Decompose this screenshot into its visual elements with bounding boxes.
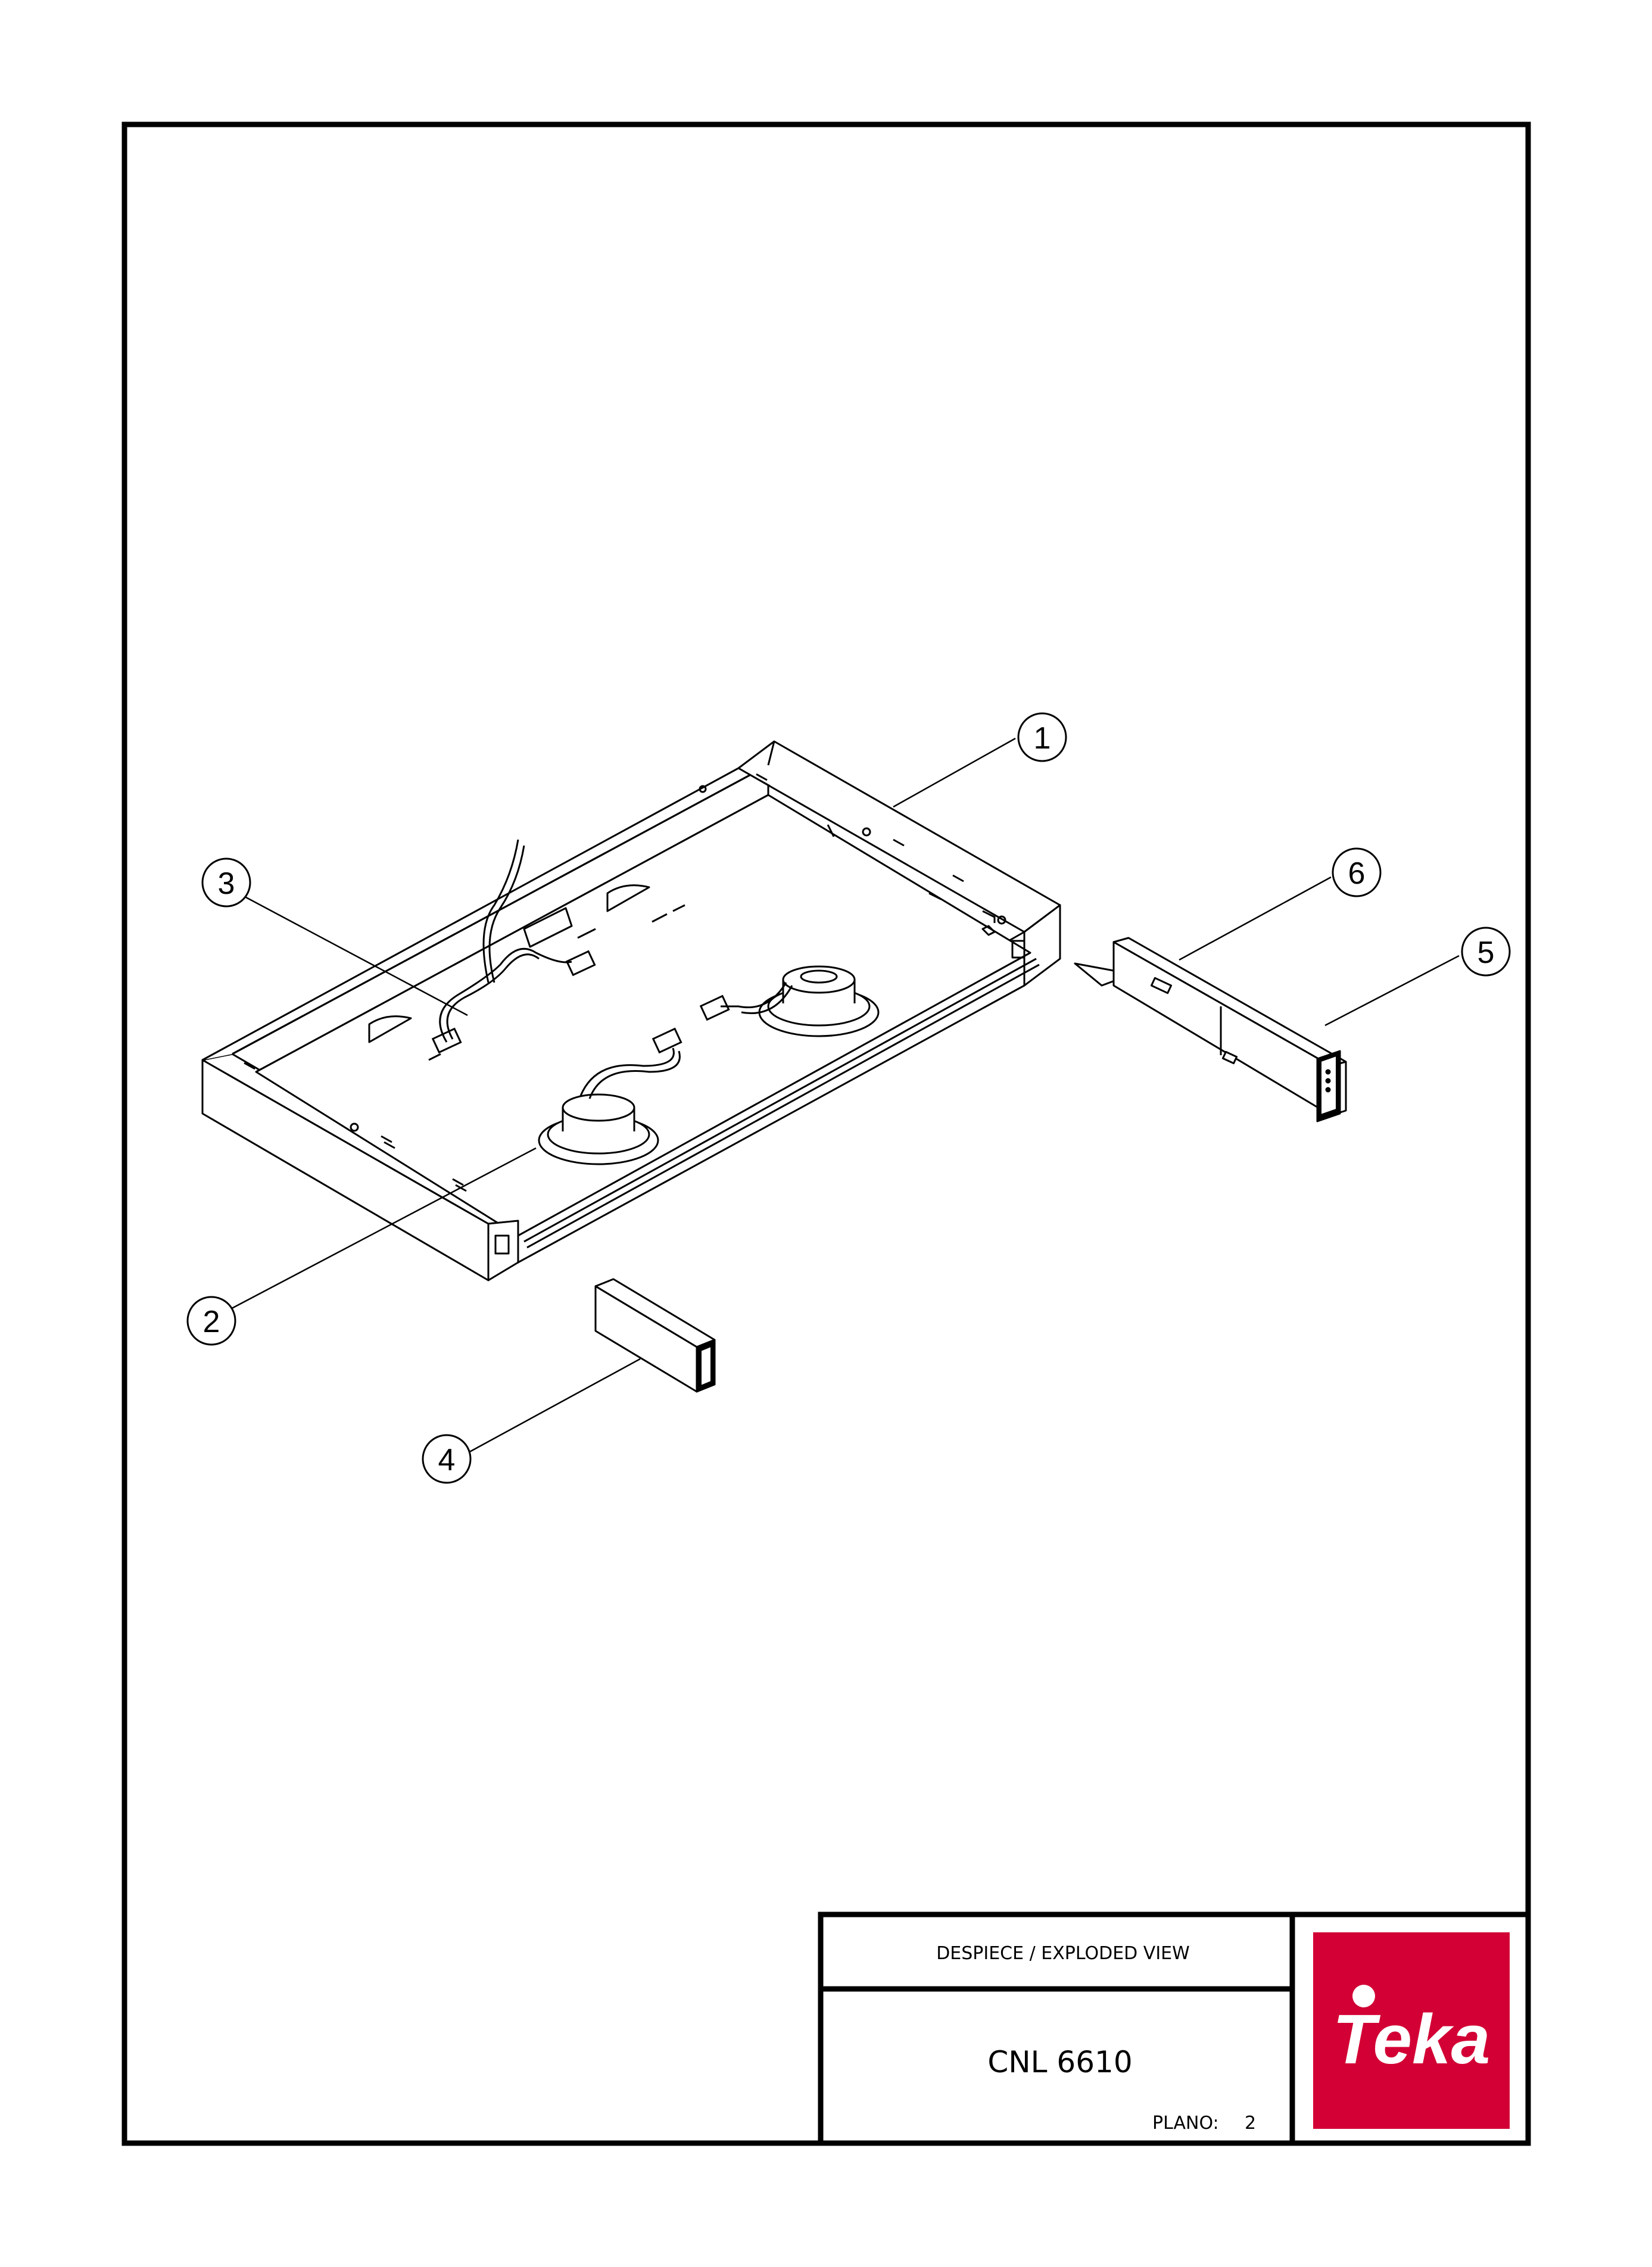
callout-number: 1 — [1034, 721, 1051, 756]
callout-number: 2 — [203, 1305, 220, 1339]
callout-circle — [1461, 927, 1511, 977]
callout-circle — [186, 1296, 236, 1346]
part-4-block — [594, 1278, 716, 1393]
model-number: CNL 6610 — [987, 2045, 1132, 2079]
plano-label: PLANO: — [1152, 2113, 1219, 2134]
callout-1: 1 — [1017, 712, 1067, 762]
callout-circle — [1017, 712, 1067, 762]
callout-circle — [201, 857, 251, 908]
plano-number: 2 — [1245, 2113, 1256, 2134]
callout-number: 3 — [218, 866, 235, 901]
callout-4: 4 — [422, 1434, 472, 1484]
part-1-frame — [201, 740, 1061, 1281]
callout-3: 3 — [201, 857, 251, 908]
callout-circle — [422, 1434, 472, 1484]
callout-number: 4 — [438, 1443, 456, 1477]
callout-number: 5 — [1478, 936, 1495, 970]
callout-5: 5 — [1461, 927, 1511, 977]
callout-6: 6 — [1332, 847, 1382, 897]
wiring — [439, 839, 793, 1099]
callout-2: 2 — [186, 1296, 236, 1346]
logo-dot — [1352, 1985, 1375, 2007]
parts-5-6-module — [1074, 937, 1347, 1122]
callout-circle — [1332, 847, 1382, 897]
callout-leaders — [226, 737, 1460, 1454]
title-heading: DESPIECE / EXPLODED VIEW — [936, 1943, 1190, 1964]
teka-logo: Teka — [1313, 1932, 1510, 2129]
callout-number: 6 — [1348, 856, 1366, 891]
logo-background — [1313, 1932, 1510, 2129]
logo-wordmark: Teka — [1333, 2000, 1491, 2079]
